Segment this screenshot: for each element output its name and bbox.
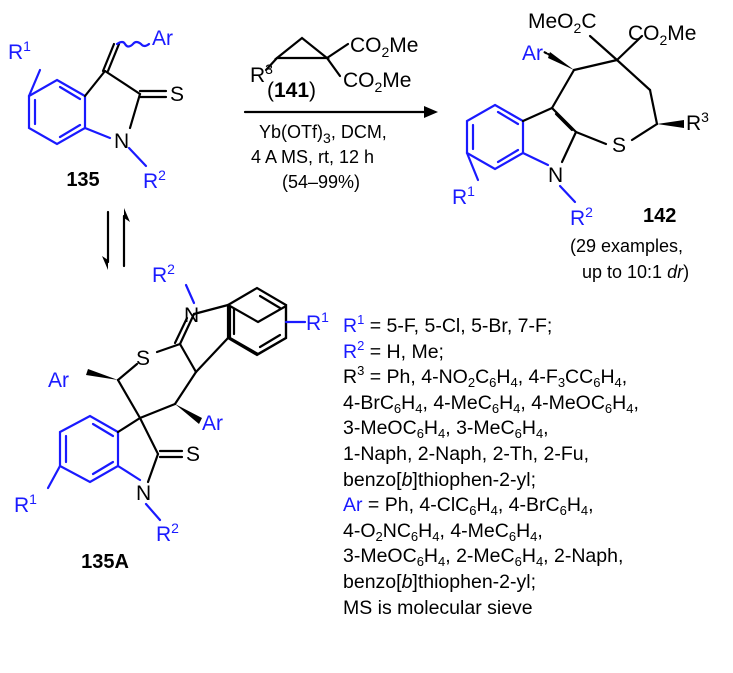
meo2c-label-142: MeO2C — [528, 10, 596, 36]
cyclopropane-141-structure — [264, 36, 350, 78]
r1-label-135a-bottom: R1 — [14, 491, 37, 517]
condition-line-2: 4 A MS, rt, 12 h — [251, 147, 374, 167]
legend-r3-line-2: 4-BrC6H4, 4-MeC6H4, 4-MeOC6H4, — [343, 391, 639, 416]
substituent-legend: R1 = 5-F, 5-Cl, 5-Br, 7-F; R2 = H, Me; R… — [343, 312, 639, 621]
reaction-arrow — [243, 106, 438, 118]
ar-label-135a-right: Ar — [202, 412, 223, 435]
r1-label-142: R1 — [452, 183, 475, 209]
compound-number-135a: 135A — [81, 551, 129, 573]
compound-135-structure — [27, 40, 168, 168]
r2-label-135: R2 — [143, 167, 166, 193]
equilibrium-arrows — [102, 208, 130, 270]
compound-number-142: 142 — [643, 205, 676, 227]
r1-label-135a-top: R1 — [306, 309, 329, 335]
result-note-line-2: up to 10:1 dr) — [582, 262, 689, 282]
compound-135a-structure — [46, 283, 307, 522]
legend-r1: R1 = 5-F, 5-Cl, 5-Br, 7-F; — [343, 312, 553, 337]
s-label-135a-thione: S — [186, 443, 200, 466]
s-label-142: S — [612, 134, 626, 157]
r2-label-135a-bottom: R2 — [156, 520, 179, 546]
co2me-label-141-bottom: CO2Me — [343, 69, 411, 95]
condition-line-1: Yb(OTf)3, DCM, — [259, 122, 387, 146]
n-label-135: N — [114, 130, 129, 153]
s-label-135a: S — [136, 347, 150, 370]
legend-ar-line-2: 4-O2NC6H4, 4-MeC6H4, — [343, 519, 543, 544]
ar-label-135: Ar — [152, 27, 173, 50]
compound-number-135: 135 — [66, 169, 99, 191]
co2me-label-141-top: CO2Me — [350, 34, 418, 60]
ar-label-135a-left: Ar — [48, 369, 69, 392]
r1-label-135: R1 — [8, 38, 31, 64]
legend-r3: R3 = Ph, 4-NO2C6H4, 4-F3CC6H4, — [343, 363, 628, 391]
s-label-135: S — [170, 83, 184, 106]
n-label-135a-top: N — [184, 304, 199, 327]
legend-ar-line-4: benzo[b]thiophen-2-yl; — [343, 570, 536, 593]
ar-label-142: Ar — [522, 42, 543, 65]
co2me-label-142: CO2Me — [628, 22, 696, 48]
legend-r3-line-3: 3-MeOC6H4, 3-MeC6H4, — [343, 417, 549, 442]
legend-r2: R2 = H, Me; — [343, 337, 444, 363]
legend-ar: Ar = Ph, 4-ClC6H4, 4-BrC6H4, — [343, 494, 594, 519]
result-note-line-1: (29 examples, — [570, 236, 683, 256]
n-label-142: N — [548, 164, 563, 187]
compound-number-141: (141) — [267, 79, 316, 102]
legend-ar-line-3: 3-MeOC6H4, 2-MeC6H4, 2-Naph, — [343, 545, 624, 570]
n-label-135a-bottom: N — [136, 482, 151, 505]
r3-label-142: R3 — [686, 109, 709, 135]
compound-142-structure — [465, 34, 684, 204]
legend-ms-note: MS is molecular sieve — [343, 596, 533, 619]
r3-label-141: R3 — [250, 61, 273, 87]
r2-label-135a-top: R2 — [152, 261, 175, 287]
r2-label-142: R2 — [570, 204, 593, 230]
legend-r3-line-5: benzo[b]thiophen-2-yl; — [343, 468, 536, 491]
condition-line-3: (54–99%) — [282, 172, 360, 192]
legend-r3-line-4: 1-Naph, 2-Naph, 2-Th, 2-Fu, — [343, 442, 590, 465]
